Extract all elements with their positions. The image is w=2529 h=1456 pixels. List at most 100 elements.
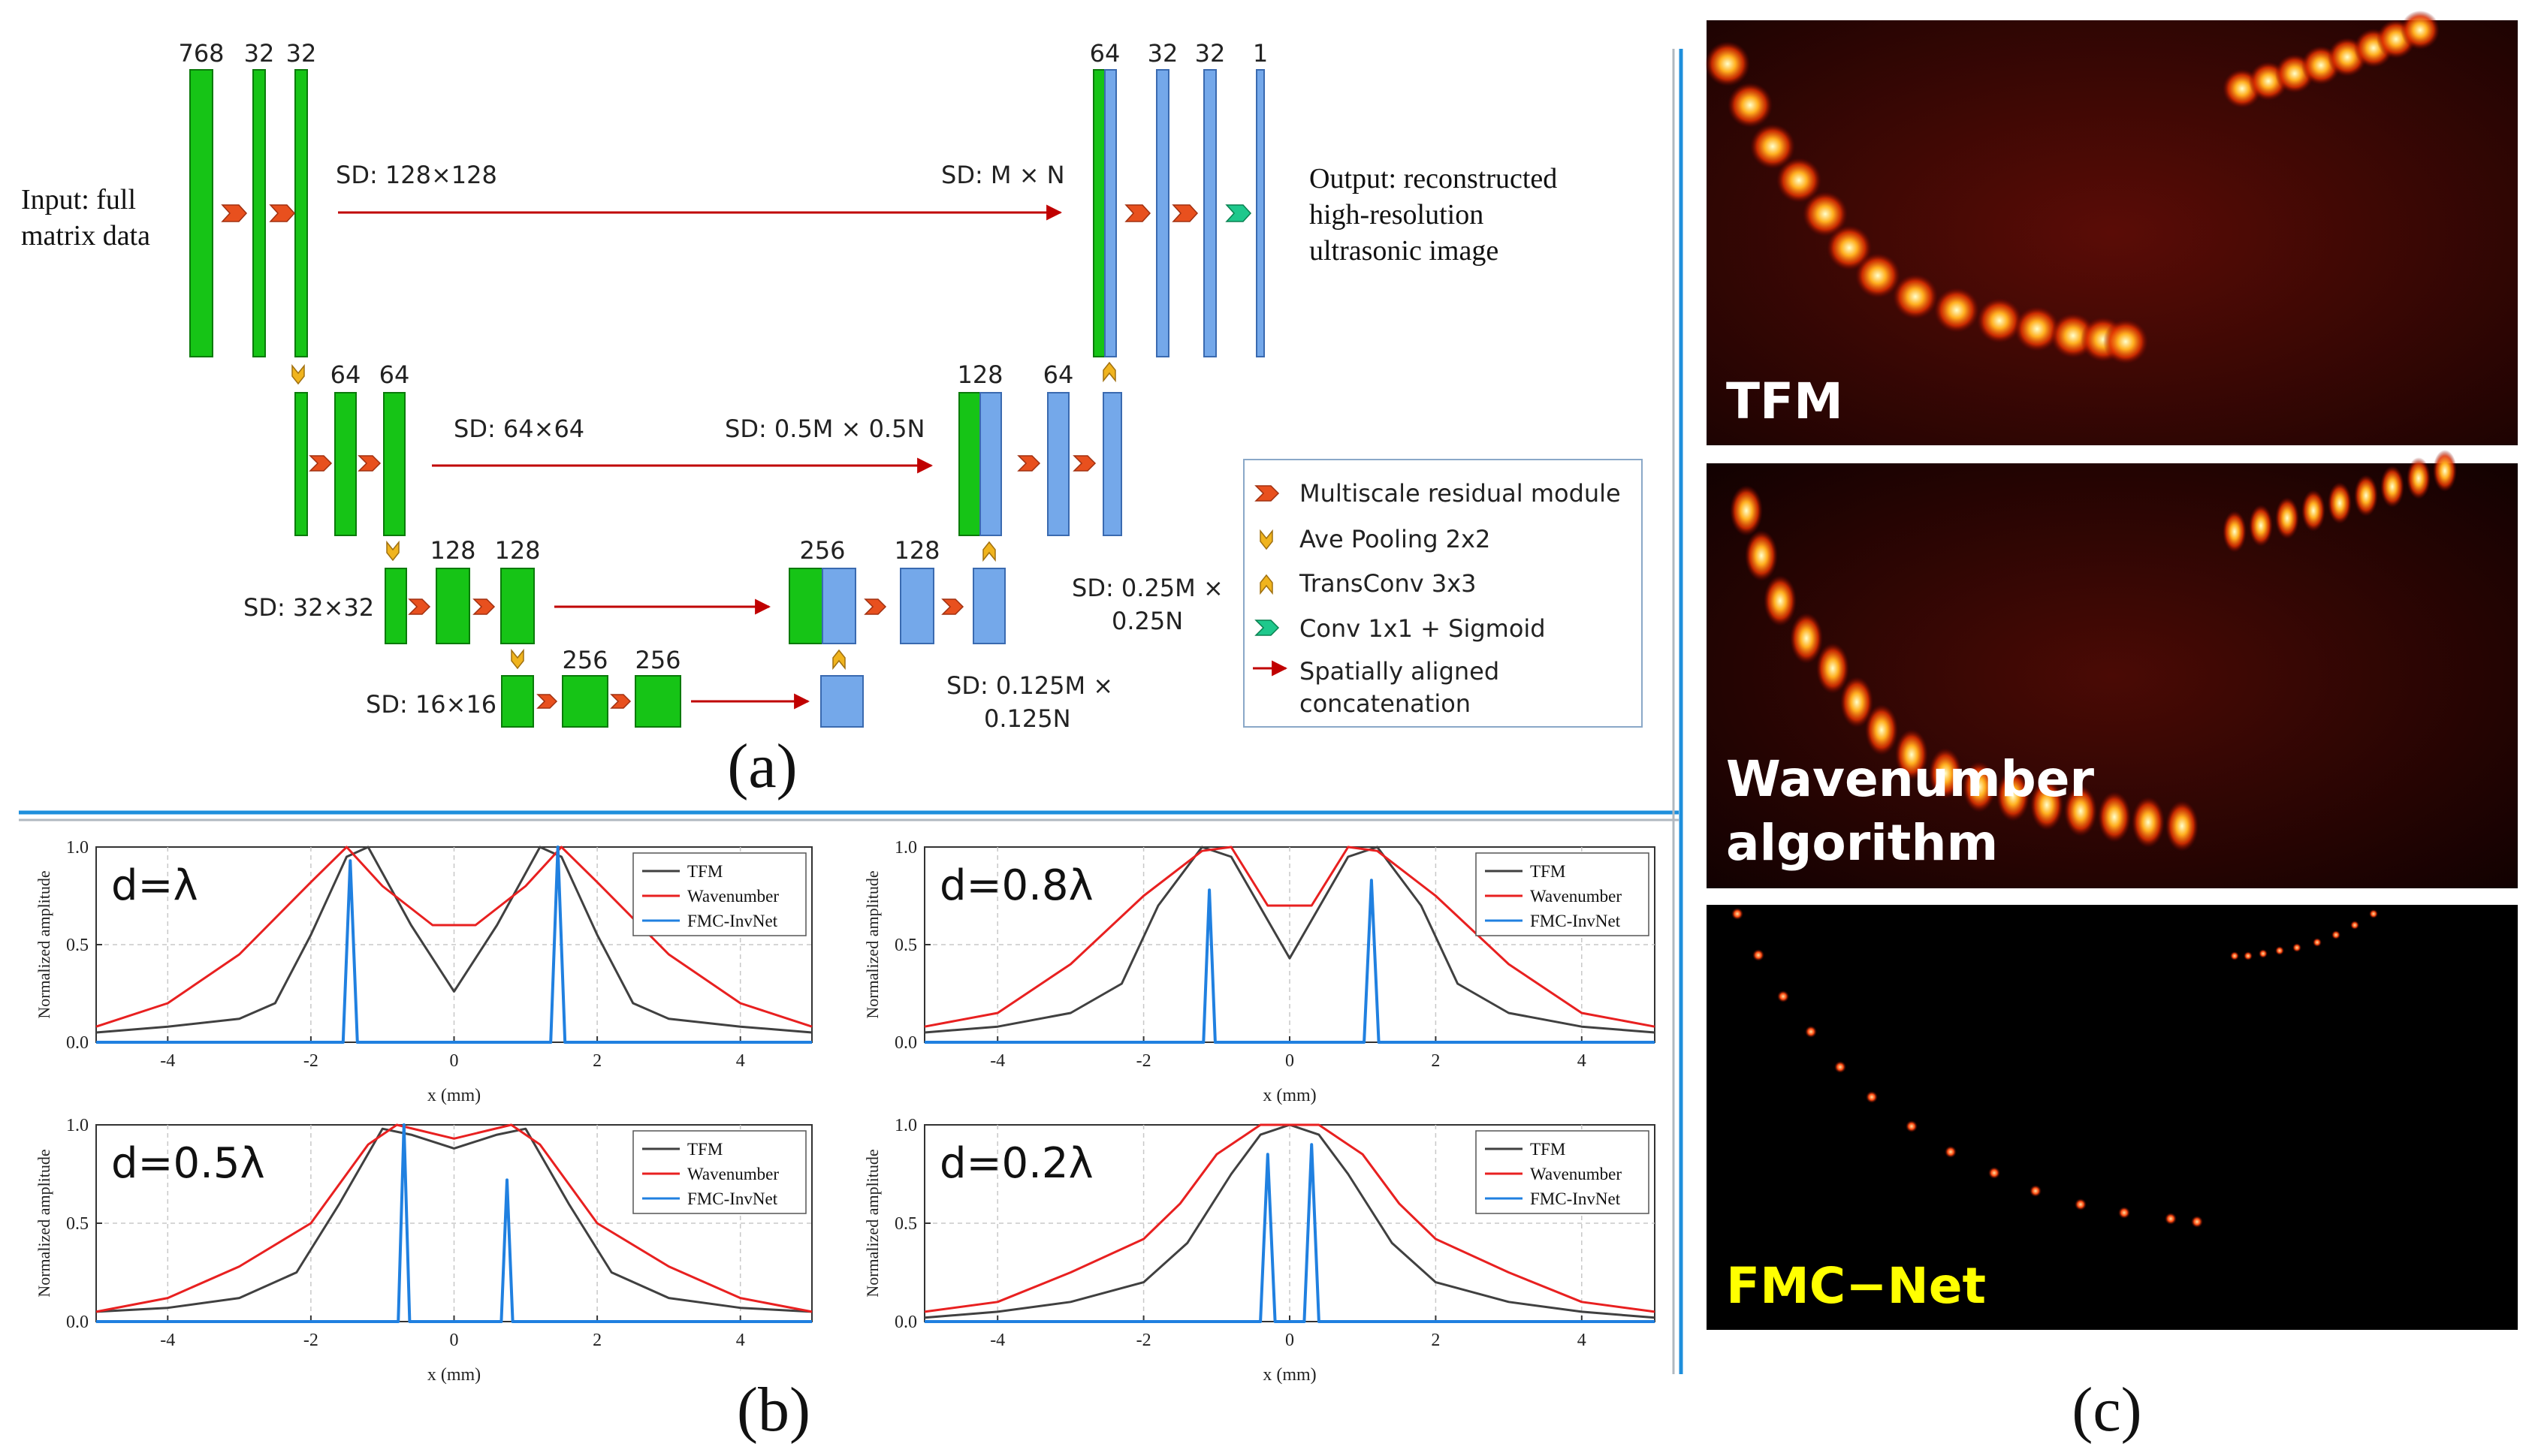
wavenumber-spot [1840,677,1873,728]
tfm-spot [1705,41,1750,86]
wavenumber-spot [1745,530,1778,581]
sd-label-0.5M: SD: 0.5M × 0.5N [725,414,925,443]
x-axis-label: x (mm) [427,1086,481,1105]
residual-icon [408,598,431,615]
tfm-spot [1750,124,1795,169]
fmc-net-spot [1805,1026,1817,1038]
channel-256a: 256 [562,646,608,674]
wavenumber-spot [1816,643,1849,694]
output-label-line1: Output: reconstructed [1309,163,1557,194]
x-tick-label: -2 [1136,1051,1151,1071]
x-tick-label: -4 [990,1051,1005,1071]
legend-label: Wavenumber [687,1165,779,1183]
channel-32a: 32 [244,39,275,68]
residual-icon [1073,455,1097,472]
decoder-block-1 [1256,69,1265,357]
x-tick-label: -2 [303,1331,318,1350]
channel-64-out: 64 [1090,39,1121,68]
wavenumber-label-line2: algorithm [1726,814,1998,872]
fmc-net-spots [1731,908,2378,1228]
y-tick-label: 0.5 [66,1214,89,1234]
output-label-line2: high-resolution [1309,199,1483,231]
fmc-net-spot [2350,921,2359,930]
wavenumber-spot [1865,704,1898,755]
channel-256-dec: 256 [799,536,845,565]
fmc-net-spot [1777,990,1789,1002]
fmc-net-spot [1988,1167,2000,1179]
network-legend: Multiscale residual module Ave Pooling 2… [1243,459,1643,728]
decoder-block-l2-64 [1047,392,1070,536]
tfm-spot [1728,83,1773,128]
fmc-net-spot [2230,951,2239,960]
decoder-block-l2-blue [979,392,1002,536]
legend-label: Wavenumber [1530,887,1622,906]
legend-label: TFM [687,1140,723,1159]
fmc-net-image: FMC−Net [1707,905,2518,1330]
decoder-block-32a [1156,69,1169,357]
x-tick-label: 0 [450,1331,459,1350]
channel-768: 768 [178,39,224,68]
legend-box [1243,459,1643,728]
wavenumber-spot [1730,485,1763,536]
channel-128b: 128 [494,536,540,565]
wavenumber-spot [2380,466,2404,508]
y-tick-label: 0.0 [66,1033,89,1053]
chart-title: d=0.8λ [940,861,1094,910]
sd-label-0.125M-line1: SD: 0.125M × [946,671,1113,700]
fmc-net-spot [1834,1061,1846,1073]
wavenumber-spot [2407,457,2431,499]
fmc-net-spot [2165,1213,2177,1225]
series-line-fmc-invnet [96,1123,812,1323]
sd-label-0.25M-line2: 0.25N [1112,607,1183,635]
encoder-block-l3-c [500,568,535,644]
sd-label-MxN: SD: M × N [941,161,1065,189]
y-axis-label: Normalized amplitude [35,1149,53,1297]
x-tick-label: 0 [1285,1331,1294,1350]
x-tick-label: 0 [1285,1051,1294,1071]
fmc-net-spot [2275,946,2284,955]
wavenumber-spot [2328,482,2352,524]
fmc-net-spot [2259,949,2268,958]
wavenumber-spot [2275,497,2299,539]
y-axis-label: Normalized amplitude [35,870,53,1018]
residual-icon [309,455,333,472]
encoder-block-l4-c [635,675,681,728]
decoder-block-l3-blue [822,568,856,644]
fmc-net-spot [1906,1120,1918,1132]
tfm-spot [2103,319,2148,364]
residual-icon [610,694,632,709]
legend-label: FMC-InvNet [1530,912,1621,930]
fmc-net-spot [1866,1091,1878,1103]
legend-label: FMC-InvNet [687,1189,778,1208]
tfm-image: TFM [1705,11,2518,445]
fmc-net-spot [2369,909,2378,918]
series-line-fmc-invnet [96,846,812,1044]
wavenumber-spot [1895,729,1928,780]
fmc-net-spot [2331,930,2340,939]
tfm-spot [2401,11,2440,50]
fmc-net-spot [2244,951,2253,960]
sd-label-0.125M-line2: 0.125N [984,704,1071,733]
tfm-spots [1705,11,2440,364]
wavenumber-spot [2064,785,2097,837]
series-line-tfm [924,846,1655,1034]
encoder-block-l4-a [501,675,534,728]
legend-box [632,1130,807,1214]
channel-32-out-b: 32 [1195,39,1226,68]
residual-icon [358,455,382,472]
decoder-block-l3-c [973,568,1006,644]
ave-pooling-icon [291,363,305,385]
wavenumber-spots [1730,450,2457,852]
tfm-spot [1827,225,1872,270]
legend-label: TFM [687,862,723,881]
sd-label-16: SD: 16×16 [366,690,496,719]
x-axis-label: x (mm) [1263,1086,1316,1105]
encoder-block-l3-a [385,568,407,644]
encoder-block-l4-b [562,675,608,728]
wavenumber-spot [1790,613,1823,664]
transconv-icon [1103,361,1116,383]
output-label-line3: ultrasonic image [1309,235,1498,267]
